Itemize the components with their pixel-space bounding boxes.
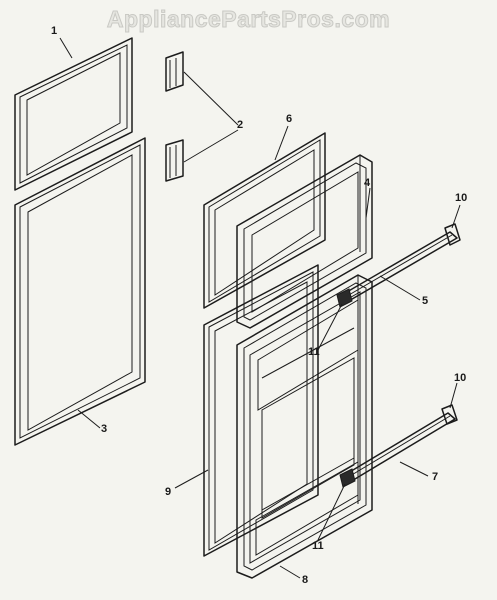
callout-7: 7 xyxy=(432,471,439,483)
part-10-rail-end-cap-top xyxy=(444,223,461,246)
part-2-hinge-bracket-bottom xyxy=(165,139,184,182)
part-6-freezer-door-gasket xyxy=(203,132,326,309)
part-3-fresh-food-gasket xyxy=(14,137,146,446)
callout-1: 1 xyxy=(51,25,58,37)
part-7-lower-shelf-rail xyxy=(339,412,456,488)
callout-11-top: 11 xyxy=(308,346,320,358)
leader-lines xyxy=(59,37,461,579)
callout-4: 4 xyxy=(364,177,371,189)
part-2-hinge-bracket-top xyxy=(165,51,184,92)
callout-8: 8 xyxy=(302,574,309,586)
callout-2: 2 xyxy=(237,119,244,131)
callout-6: 6 xyxy=(286,113,293,125)
part-1-freezer-gasket xyxy=(14,37,133,191)
callout-3: 3 xyxy=(101,423,108,435)
watermark-text: AppliancePartsPros.com xyxy=(106,6,391,33)
part-4-freezer-door-liner xyxy=(236,154,373,329)
callout-11-bottom: 11 xyxy=(312,540,324,552)
callout-9: 9 xyxy=(165,486,172,498)
callout-10-bottom: 10 xyxy=(454,372,467,384)
callout-5: 5 xyxy=(422,295,429,307)
callout-10-top: 10 xyxy=(455,192,468,204)
part-5-upper-shelf-rail xyxy=(336,231,458,308)
part-10-rail-end-cap-bottom xyxy=(441,404,458,425)
part-8-fresh-food-door-liner xyxy=(236,274,373,579)
